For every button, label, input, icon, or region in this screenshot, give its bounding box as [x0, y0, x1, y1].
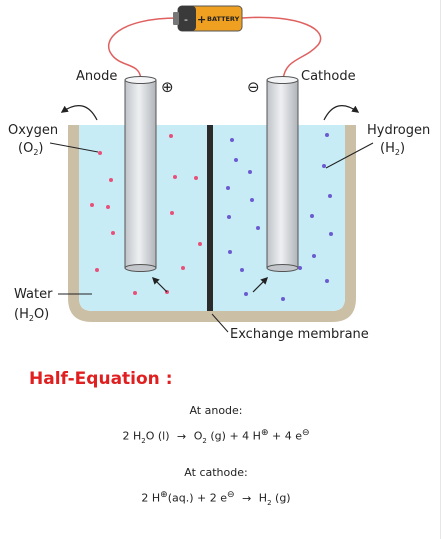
- page-edge-divider: [440, 0, 441, 539]
- hydrogen-bubble: [325, 279, 329, 283]
- anode-sign: ⊕: [161, 78, 174, 96]
- electrolysis-diagram: - + BATTERY Anode ⊕ Cathode ⊖ Oxygen (O2…: [8, 5, 430, 342]
- oxygen-bubble: [109, 178, 113, 182]
- oxygen-release-arrow: [60, 105, 98, 121]
- cathode-heading: At cathode:: [184, 466, 248, 479]
- hydrogen-bubble: [228, 250, 232, 254]
- hydrogen-bubble: [298, 266, 302, 270]
- oxygen-bubbles: [90, 134, 202, 295]
- cathode-equation: 2 H⊕(aq.) + 2 e⊖ → H2 (g): [141, 490, 291, 507]
- water-label: Water: [14, 287, 53, 302]
- oxygen-bubble: [170, 211, 174, 215]
- oxygen-label: Oxygen: [8, 123, 58, 138]
- hydrogen-formula: (H2): [380, 141, 405, 157]
- anode-arrow: →: [177, 429, 187, 443]
- hydrogen-bubble: [250, 198, 254, 202]
- oxygen-bubble: [181, 266, 185, 270]
- oxygen-bubble: [106, 205, 110, 209]
- oxygen-bubble: [90, 203, 94, 207]
- battery: - + BATTERY: [173, 5, 243, 32]
- hydrogen-bubble: [325, 133, 329, 137]
- oxygen-formula: (O2): [18, 141, 43, 157]
- exchange-membrane: [207, 125, 213, 311]
- hydrogen-bubble: [240, 268, 244, 272]
- hydrogen-bubble: [281, 297, 285, 301]
- cathode-label: Cathode: [301, 69, 356, 84]
- hydrogen-bubble: [227, 215, 231, 219]
- oxygen-bubble: [169, 134, 173, 138]
- battery-plus-sign: +: [197, 13, 206, 26]
- oxygen-pointer: [49, 142, 99, 153]
- cathode-electrode: [266, 76, 299, 272]
- oxygen-bubble: [173, 175, 177, 179]
- half-equation-title: Half-Equation :: [29, 369, 173, 389]
- right-wire: [241, 16, 322, 81]
- hydrogen-release-arrow: [323, 105, 360, 121]
- hydrogen-bubble: [310, 214, 314, 218]
- water-formula: (H2O): [14, 307, 49, 323]
- hydrogen-bubble: [234, 158, 238, 162]
- hydrogen-bubble: [322, 164, 326, 168]
- hydrogen-bubble: [248, 170, 252, 174]
- membrane-pointer: [211, 313, 229, 333]
- oxygen-bubble: [198, 242, 202, 246]
- oxygen-bubble: [111, 231, 115, 235]
- cathode-sign: ⊖: [247, 78, 260, 96]
- hydrogen-bubble: [230, 138, 234, 142]
- oxygen-bubble: [194, 176, 198, 180]
- membrane-label: Exchange membrane: [230, 327, 369, 342]
- anode-electrode: [124, 76, 157, 272]
- hydrogen-bubble: [328, 194, 332, 198]
- hydrogen-bubble: [312, 254, 316, 258]
- oxygen-bubble: [95, 268, 99, 272]
- anode-label: Anode: [76, 69, 117, 84]
- left-wire: [107, 17, 179, 81]
- battery-minus-sign: -: [184, 13, 188, 26]
- anode-heading: At anode:: [189, 404, 243, 417]
- hydrogen-bubble: [226, 186, 230, 190]
- anode-equation: 2 H2O (l) → O2 (g) + 4 H⊕ + 4 e⊖: [122, 428, 310, 445]
- cathode-arrow: →: [242, 491, 252, 505]
- hydrogen-bubble: [329, 232, 333, 236]
- hydrogen-bubble: [256, 226, 260, 230]
- hydrogen-bubble: [244, 292, 248, 296]
- hydrogen-pointer: [325, 142, 374, 169]
- cathode-reaction-arrow: [252, 276, 269, 293]
- oxygen-bubble: [133, 291, 137, 295]
- anode-reaction-arrow: [151, 276, 168, 293]
- hydrogen-label: Hydrogen: [367, 123, 430, 138]
- battery-label: BATTERY: [207, 15, 240, 23]
- oxygen-bubble: [98, 151, 102, 155]
- hydrogen-bubbles: [226, 133, 333, 301]
